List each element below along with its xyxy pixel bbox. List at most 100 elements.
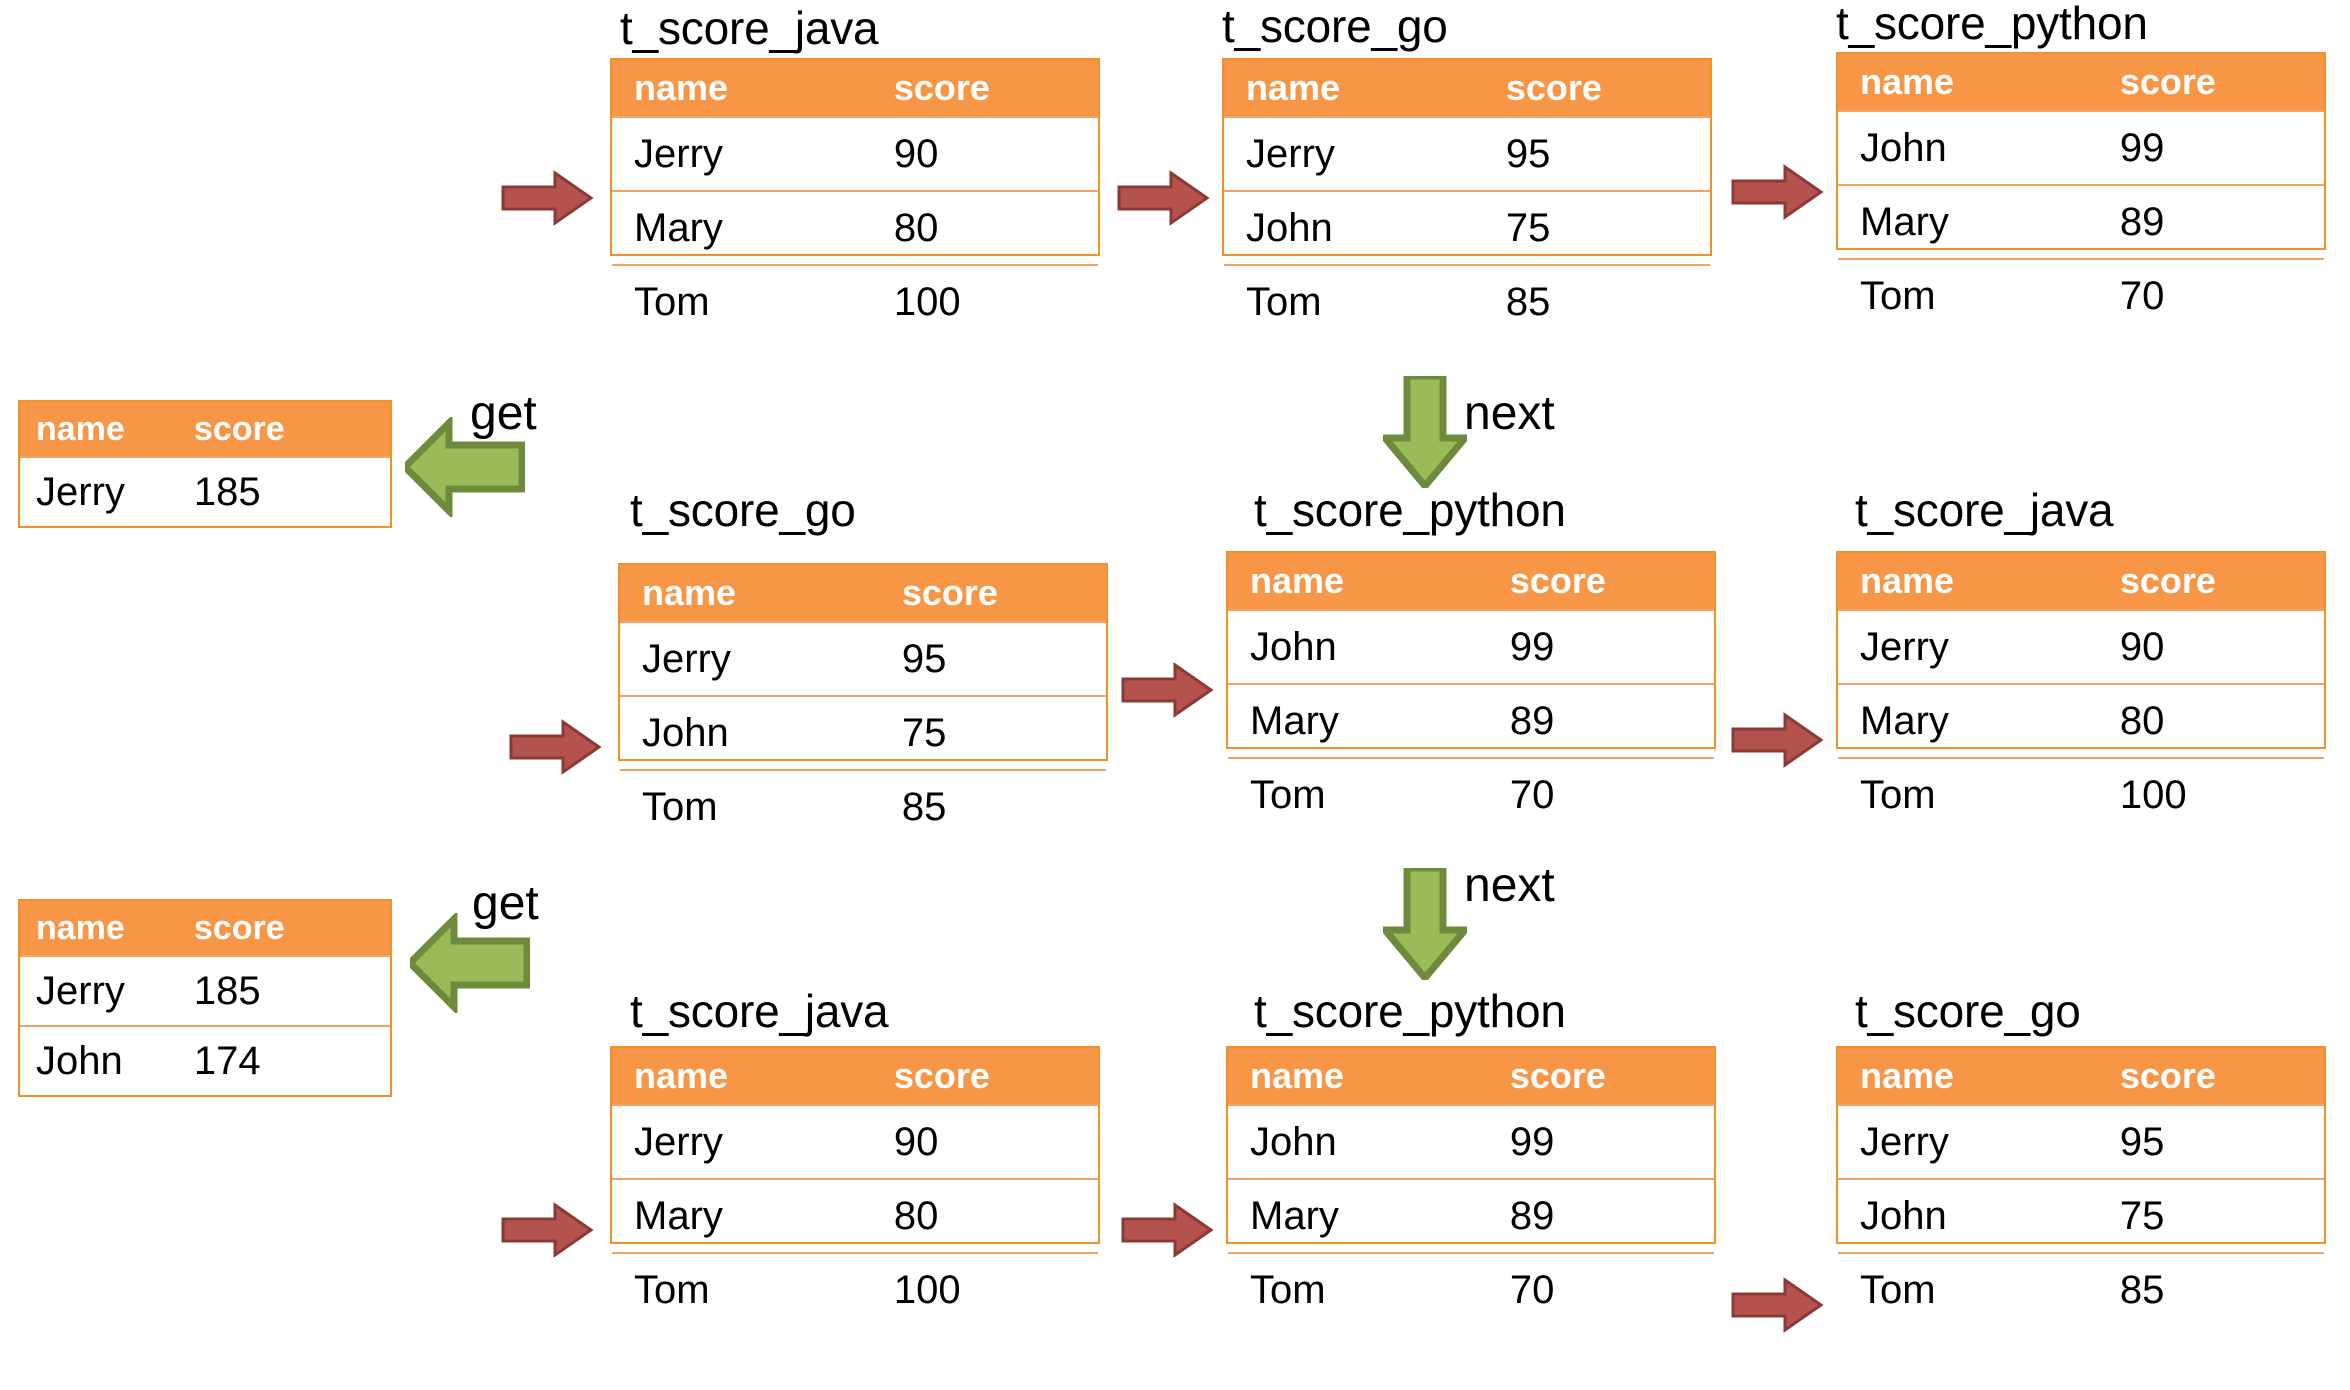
table-title-r2c2: t_score_python: [1254, 484, 1566, 536]
result-table-1: name score Jerry 185: [18, 400, 392, 528]
cell-name: Mary: [634, 1193, 723, 1238]
cell-score: 70: [1509, 1267, 1555, 1312]
cell-score: 70: [1509, 772, 1555, 817]
table-header-row: name score: [1838, 553, 2324, 609]
column-header-score: score: [1509, 1055, 1606, 1096]
cell-name: Tom: [1250, 772, 1326, 817]
cell-score: 89: [1509, 698, 1555, 743]
cell-score: 100: [893, 1267, 961, 1312]
column-header-name: name: [1860, 560, 1955, 601]
cell-score: 80: [893, 205, 939, 250]
column-header-score: score: [2119, 61, 2216, 102]
cell-name: Jerry: [634, 1119, 723, 1164]
cell-name: John: [1860, 125, 1947, 170]
cell-score: 100: [2119, 772, 2187, 817]
cell-name: Mary: [1860, 199, 1949, 244]
cell-score: 89: [2119, 199, 2165, 244]
table-row: Tom 100: [612, 264, 1098, 338]
cell-name: John: [1250, 1119, 1337, 1164]
cursor-arrow-icon-r2c3: [1731, 712, 1824, 768]
cursor-arrow-icon-r1c2: [1117, 170, 1210, 226]
cell-name: Jerry: [634, 131, 723, 176]
table-header-row: name score: [620, 565, 1106, 621]
table-title-r3c3: t_score_go: [1855, 985, 2081, 1037]
get-label-1: get: [470, 387, 537, 440]
column-header-name: name: [1250, 560, 1345, 601]
table-header-row: name score: [612, 60, 1098, 116]
table-row: John 75: [1838, 1178, 2324, 1252]
cell-name: Tom: [1860, 273, 1936, 318]
cell-score: 80: [2119, 698, 2165, 743]
table-row: Tom 70: [1228, 757, 1714, 831]
column-header-name: name: [1250, 1055, 1345, 1096]
cell-score: 85: [901, 784, 947, 829]
cell-score: 85: [2119, 1267, 2165, 1312]
cursor-arrow-icon-r1c3: [1731, 164, 1824, 220]
table-row: Jerry 90: [1838, 609, 2324, 683]
table-r2c1: name score Jerry 95 John 75 Tom 85: [618, 563, 1108, 829]
cell-score: 85: [1505, 279, 1551, 324]
column-header-score: score: [893, 67, 990, 108]
cell-name: Tom: [642, 784, 718, 829]
table-header-row: name score: [1838, 1048, 2324, 1104]
cell-score: 174: [193, 1038, 261, 1083]
column-header-name: name: [642, 572, 737, 613]
column-header-name: name: [1246, 67, 1341, 108]
table-row: Tom 85: [620, 769, 1106, 843]
table-row: Jerry 95: [1224, 116, 1710, 190]
get-label-2: get: [472, 877, 539, 930]
column-header-score: score: [1509, 560, 1606, 601]
table-r2c2: name score John 99 Mary 89 Tom 70: [1226, 551, 1716, 817]
cell-name: John: [36, 1038, 123, 1083]
table-header-row: name score: [1838, 54, 2324, 110]
table-title-r3c2: t_score_python: [1254, 985, 1566, 1037]
cell-score: 75: [1505, 205, 1551, 250]
cell-name: Mary: [1860, 698, 1949, 743]
column-header-name: name: [1860, 61, 1955, 102]
table-r1c3: name score John 99 Mary 89 Tom 70: [1836, 52, 2326, 318]
table-title-r2c1: t_score_go: [630, 484, 856, 536]
cell-score: 99: [1509, 624, 1555, 669]
cell-name: Tom: [634, 279, 710, 324]
cell-name: Mary: [1250, 1193, 1339, 1238]
cell-score: 90: [893, 1119, 939, 1164]
column-header-name: name: [36, 409, 125, 448]
cell-name: John: [642, 710, 729, 755]
cell-score: 75: [901, 710, 947, 755]
cell-name: Jerry: [1246, 131, 1335, 176]
table-title-r3c1: t_score_java: [630, 985, 889, 1037]
table-r3c1: name score Jerry 90 Mary 80 Tom 100: [610, 1046, 1100, 1312]
cell-name: Tom: [1250, 1267, 1326, 1312]
table-row: John 75: [1224, 190, 1710, 264]
cell-score: 89: [1509, 1193, 1555, 1238]
table-row: Tom 100: [1838, 757, 2324, 831]
cursor-arrow-icon-r3c3: [1731, 1277, 1824, 1333]
table-row: Jerry 185: [20, 955, 390, 1025]
cell-score: 185: [193, 968, 261, 1013]
cell-score: 75: [2119, 1193, 2165, 1238]
cell-name: Mary: [1250, 698, 1339, 743]
table-row: Mary 80: [1838, 683, 2324, 757]
table-row: Mary 80: [612, 1178, 1098, 1252]
cursor-arrow-icon-r3c2: [1121, 1202, 1214, 1258]
cell-score: 95: [901, 636, 947, 681]
cell-score: 100: [893, 279, 961, 324]
cell-name: John: [1250, 624, 1337, 669]
table-header-row: name score: [1228, 1048, 1714, 1104]
cell-name: John: [1246, 205, 1333, 250]
cell-name: Jerry: [36, 469, 125, 514]
cell-score: 99: [2119, 125, 2165, 170]
table-title-r1c1: t_score_java: [620, 2, 879, 54]
next-arrow-icon-1: [1383, 376, 1467, 488]
cell-score: 95: [2119, 1119, 2165, 1164]
column-header-score: score: [2119, 1055, 2216, 1096]
cell-name: Tom: [1860, 772, 1936, 817]
cell-score: 70: [2119, 273, 2165, 318]
cell-name: John: [1860, 1193, 1947, 1238]
table-row: Tom 85: [1224, 264, 1710, 338]
table-row: John 99: [1228, 609, 1714, 683]
table-row: Mary 80: [612, 190, 1098, 264]
cell-name: Tom: [1246, 279, 1322, 324]
table-r1c1: name score Jerry 90 Mary 80 Tom 100: [610, 58, 1100, 324]
